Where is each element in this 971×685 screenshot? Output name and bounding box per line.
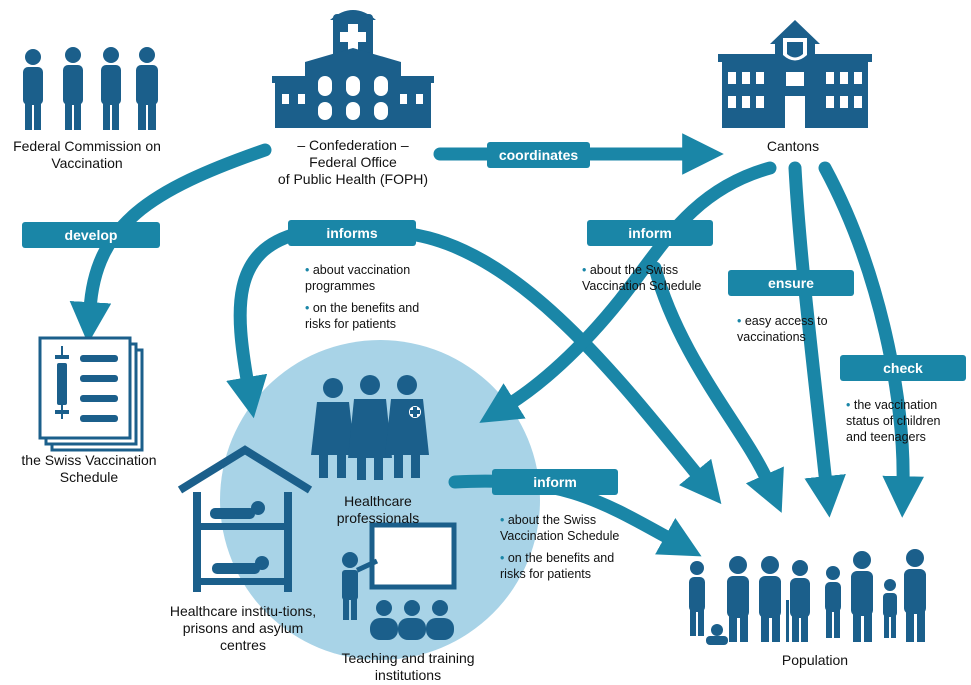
foph-label-line-3: of Public Health (FOPH) xyxy=(277,171,429,187)
informs-bullet-2: • on the benefits and risks for patients xyxy=(305,301,420,331)
healthcare-professionals-icon xyxy=(311,375,429,480)
informs-pill: informs xyxy=(288,220,416,246)
arrow-cantons-to-professionals xyxy=(479,161,777,423)
ensure-bullet-1: • easy access to vaccinations xyxy=(737,314,828,344)
informs-bullets: • about vaccination programmes • on the … xyxy=(305,262,430,332)
cantons-label: Cantons xyxy=(766,138,820,154)
foph-label-line-2: Federal Office xyxy=(309,154,397,170)
ensure-pill: ensure xyxy=(728,270,854,296)
inform-professionals-bullets: • about the Swiss Vaccination Schedule •… xyxy=(500,512,640,582)
healthcare-professionals-label: Healthcare professionals xyxy=(336,493,420,526)
teaching-icon xyxy=(342,522,457,640)
teaching-label: Teaching and training institutions xyxy=(341,650,475,683)
coordinates-pill: coordinates xyxy=(487,142,590,168)
informs-bullet-1: • about vaccination programmes xyxy=(305,263,411,293)
arrow-check xyxy=(818,161,924,518)
check-bullets: • the vaccination status of children and… xyxy=(846,397,958,445)
develop-pill: develop xyxy=(22,222,160,248)
foph-building-icon xyxy=(272,10,434,128)
ensure-bullets: • easy access to vaccinations xyxy=(737,313,842,345)
inform-cantons-pill: inform xyxy=(587,220,713,246)
federal-commission-icon xyxy=(23,47,158,130)
population-label: Population xyxy=(781,652,849,668)
check-bullet-1: • the vaccination status of children and… xyxy=(846,398,941,444)
foph-label: – Confederation – Federal Office of Publ… xyxy=(258,137,448,188)
federal-commission-label: Federal Commission on Vaccination xyxy=(13,138,161,171)
arrow-informs-to-population xyxy=(403,227,722,505)
institutions-label: Healthcare institu-tions, prisons and as… xyxy=(169,603,317,653)
arrow-ensure xyxy=(788,161,846,518)
check-pill: check xyxy=(840,355,966,381)
inform-cantons-bullet-1: • about the Swiss Vaccination Schedule xyxy=(582,263,702,293)
inform-professionals-bullet-2: • on the benefits and risks for patients xyxy=(500,551,615,581)
inform-cantons-bullets: • about the Swiss Vaccination Schedule xyxy=(582,262,722,294)
schedule-label: the Swiss Vaccination Schedule xyxy=(21,452,157,485)
arrow-develop xyxy=(69,143,272,344)
healthcare-circle xyxy=(220,340,540,660)
arrow-inform-to-population xyxy=(648,261,784,513)
schedule-document-icon xyxy=(38,336,144,452)
population-icon xyxy=(689,549,926,645)
inform-professionals-bullet-1: • about the Swiss Vaccination Schedule xyxy=(500,513,620,543)
cantons-building-icon xyxy=(718,20,872,128)
institutions-icon xyxy=(177,445,313,592)
arrow-informs-to-professionals xyxy=(226,226,307,419)
foph-label-line-1: – Confederation – xyxy=(297,137,409,153)
inform-professionals-pill: inform xyxy=(492,469,618,495)
